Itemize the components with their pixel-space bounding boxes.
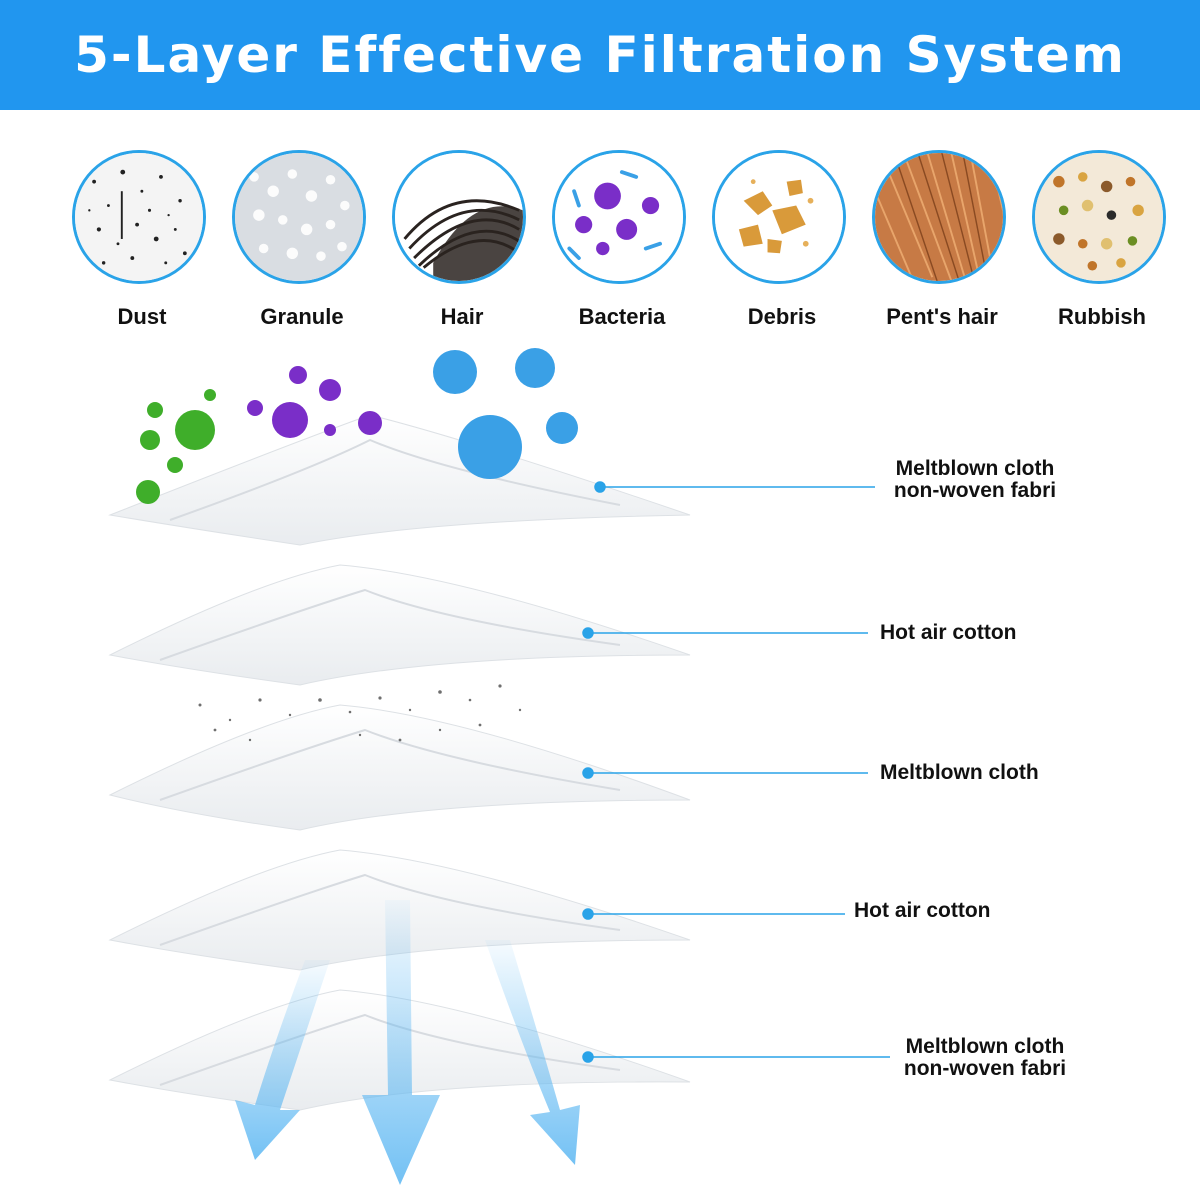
header-banner: 5-Layer Effective Filtration System — [0, 0, 1200, 110]
category-label: Dust — [117, 304, 167, 329]
filter-layers-illustration — [108, 348, 890, 1185]
filter-layer-1 — [108, 414, 691, 546]
leader-lines — [582, 481, 890, 1063]
layer-2-label: Hot air cotton — [880, 621, 1017, 644]
category-label: Granule — [260, 304, 344, 329]
dust-icon — [72, 150, 206, 284]
category-label: Hair — [440, 304, 484, 329]
layer-3-label: Meltblown cloth — [880, 761, 1039, 784]
dust-particles — [198, 684, 522, 742]
filter-layer-2 — [108, 564, 691, 686]
filter-layer-3 — [108, 704, 691, 831]
category-label: Pent's hair — [886, 304, 998, 329]
airflow-arrows — [235, 900, 580, 1185]
layer-1-label: Meltblown cloth non-woven fabri — [893, 457, 1057, 502]
hair-icon — [392, 150, 526, 284]
pet-hair-icon — [872, 150, 1006, 284]
category-rubbish: Rubbish — [1032, 150, 1172, 329]
green-germs — [136, 389, 216, 504]
category-label: Rubbish — [1058, 304, 1146, 329]
category-label: Bacteria — [578, 304, 666, 329]
category-debris: Debris — [712, 150, 852, 329]
purple-germs — [247, 366, 382, 438]
layer-4-label: Hot air cotton — [854, 899, 991, 922]
category-label: Debris — [747, 304, 817, 329]
category-pet-hair: Pent's hair — [872, 150, 1012, 329]
rubbish-icon — [1032, 150, 1166, 284]
granule-icon — [232, 150, 366, 284]
page-title: 5-Layer Effective Filtration System — [74, 26, 1126, 84]
bacteria-icon — [552, 150, 686, 284]
blue-germs — [433, 348, 578, 479]
category-granule: Granule — [232, 150, 372, 329]
debris-icon — [712, 150, 846, 284]
category-hair: Hair — [392, 150, 532, 329]
category-bacteria: Bacteria — [552, 150, 692, 329]
layer-5-label: Meltblown cloth non-woven fabri — [903, 1035, 1067, 1080]
category-dust: Dust — [72, 150, 212, 329]
